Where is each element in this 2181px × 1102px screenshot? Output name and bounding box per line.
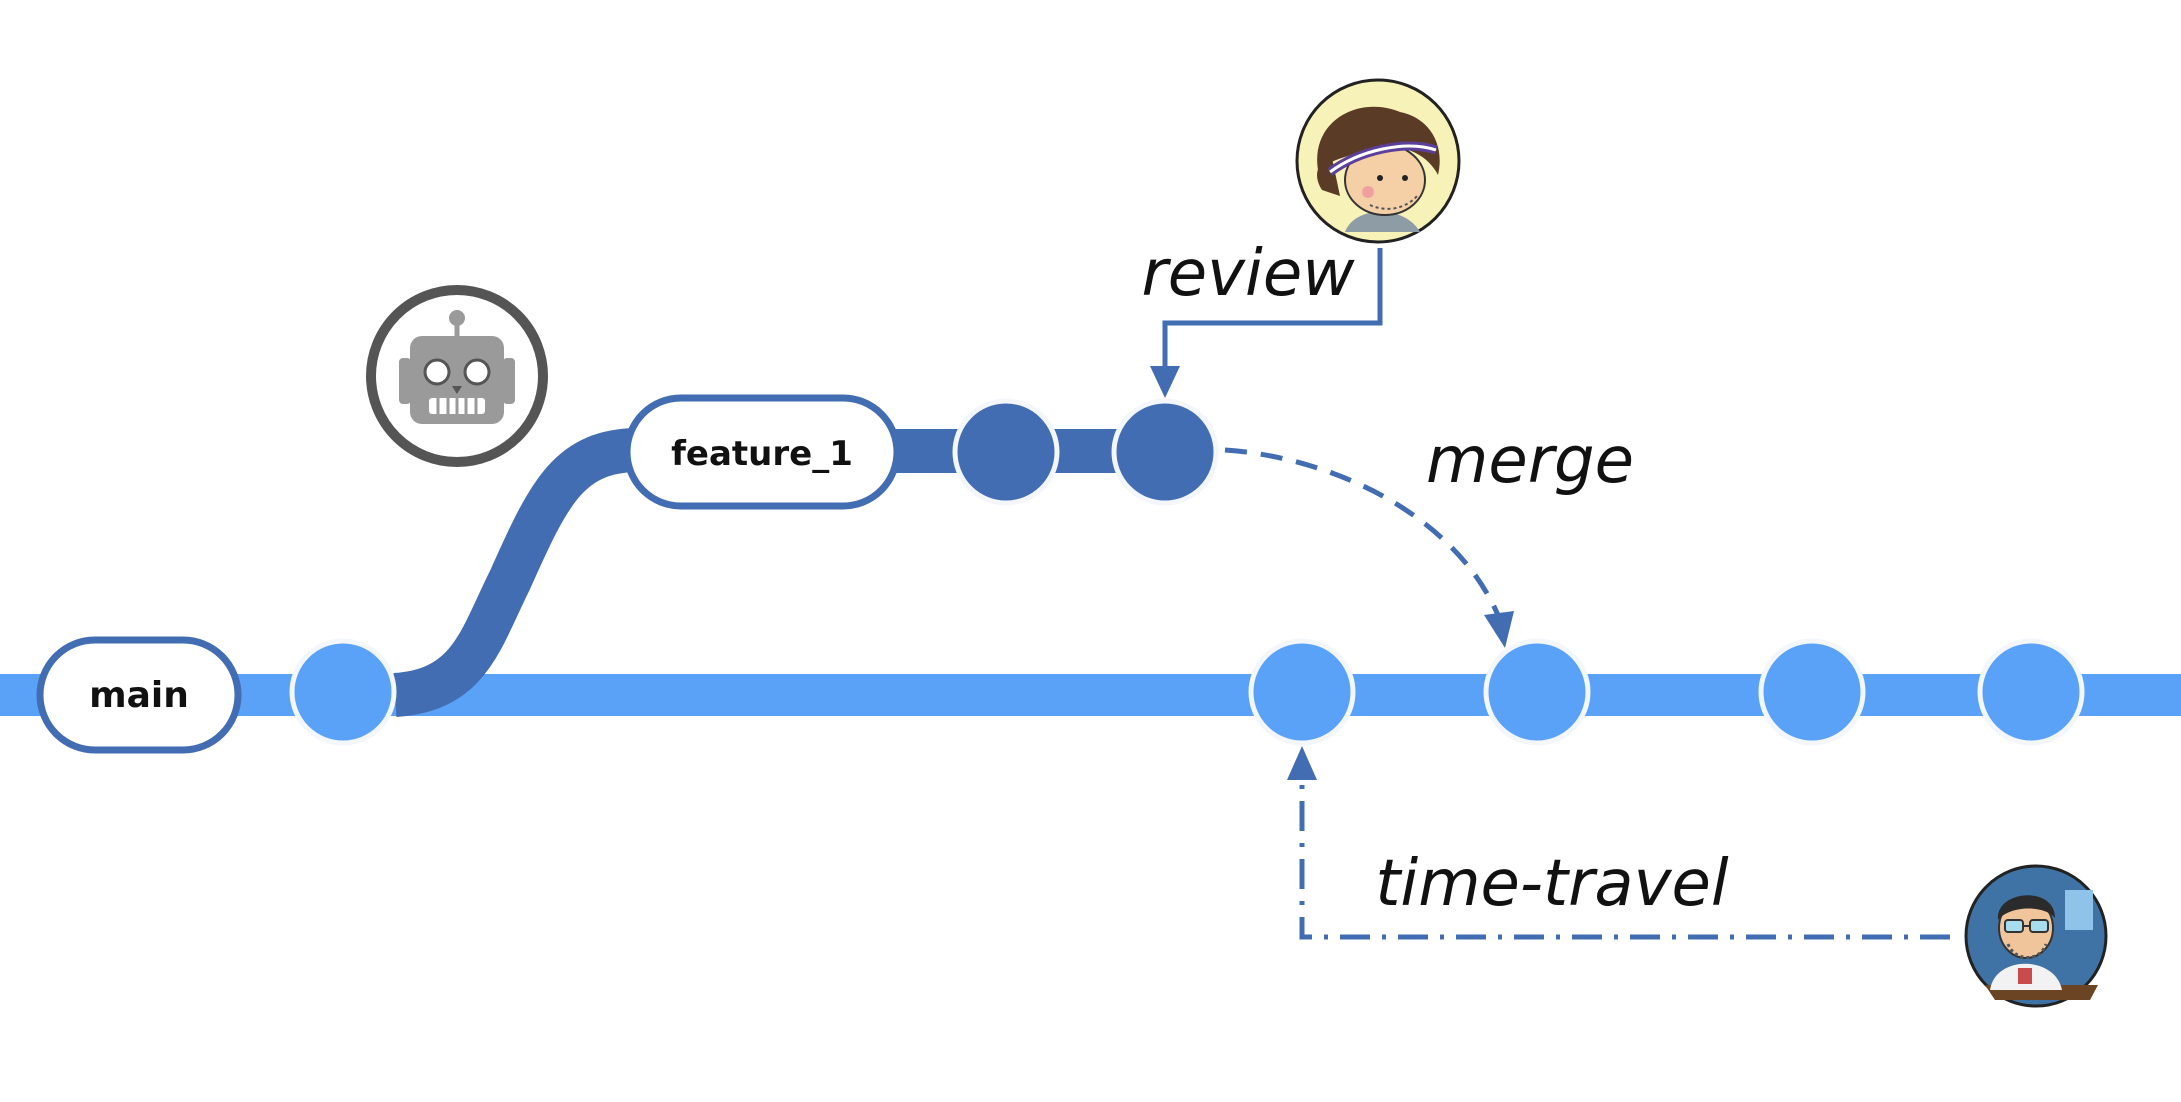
feature-branch-label: feature_1 — [623, 394, 901, 510]
feature-branch-curve — [392, 428, 641, 717]
main-branch-label: main — [36, 636, 242, 754]
merge-arrowhead — [1484, 611, 1514, 648]
commit-feature-1 — [952, 398, 1060, 506]
commit-main-3 — [1483, 638, 1591, 746]
merge-arrow — [1224, 447, 1503, 621]
merge-text: merge — [1426, 424, 1634, 498]
reviewer-avatar-icon — [1295, 78, 1461, 244]
commit-main-4 — [1758, 638, 1866, 746]
developer-avatar-icon — [1964, 864, 2108, 1008]
commit-feature-2 — [1111, 398, 1219, 506]
robot-icon — [366, 285, 548, 467]
commit-main-2 — [1248, 638, 1356, 746]
review-text: review — [1141, 237, 1355, 311]
time-travel-arrowhead — [1287, 746, 1317, 780]
review-arrow — [1162, 248, 1383, 368]
time-travel-text: time-travel — [1375, 847, 1729, 921]
commit-main-1 — [289, 638, 397, 746]
time-travel-arrow — [1299, 780, 1950, 940]
main-label-text: main — [89, 675, 189, 716]
commit-main-5 — [1977, 638, 2085, 746]
review-arrowhead — [1150, 366, 1180, 398]
feature-label-text: feature_1 — [671, 434, 853, 474]
